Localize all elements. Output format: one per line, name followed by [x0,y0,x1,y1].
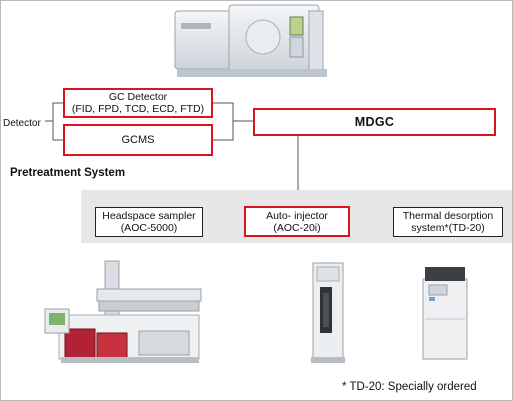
thermal-box: Thermal desorption system*(TD-20) [393,207,503,237]
thermal-title: Thermal desorption [402,210,494,222]
autoinjector-box: Auto- injector (AOC-20i) [244,206,350,237]
detector-label: Detector [3,118,41,129]
headspace-model: (AOC-5000) [120,222,178,234]
gc-detector-title: GC Detector [108,91,168,103]
mdgc-label: MDGC [354,115,395,129]
thermal-model: system*(TD-20) [411,222,485,234]
footnote: * TD-20: Specially ordered [342,381,477,393]
headspace-box: Headspace sampler (AOC-5000) [95,207,203,237]
gc-detector-types: (FID, FPD, TCD, ECD, FTD) [71,103,205,115]
autoinjector-model: (AOC-20i) [273,221,321,234]
gcms-box: GCMS [63,124,213,156]
pretreatment-title: Pretreatment System [10,167,126,179]
headspace-title: Headspace sampler [102,210,196,222]
autoinjector-title: Auto- injector [266,209,328,222]
auto-injector-photo [311,262,345,363]
headspace-sampler-photo [44,260,202,363]
mdgc-box: MDGC [253,108,496,136]
gcms-label: GCMS [121,134,155,146]
gc-detector-box: GC Detector (FID, FPD, TCD, ECD, FTD) [63,88,213,118]
gc-instrument-illustration [174,4,327,77]
thermal-desorption-photo [422,267,468,360]
